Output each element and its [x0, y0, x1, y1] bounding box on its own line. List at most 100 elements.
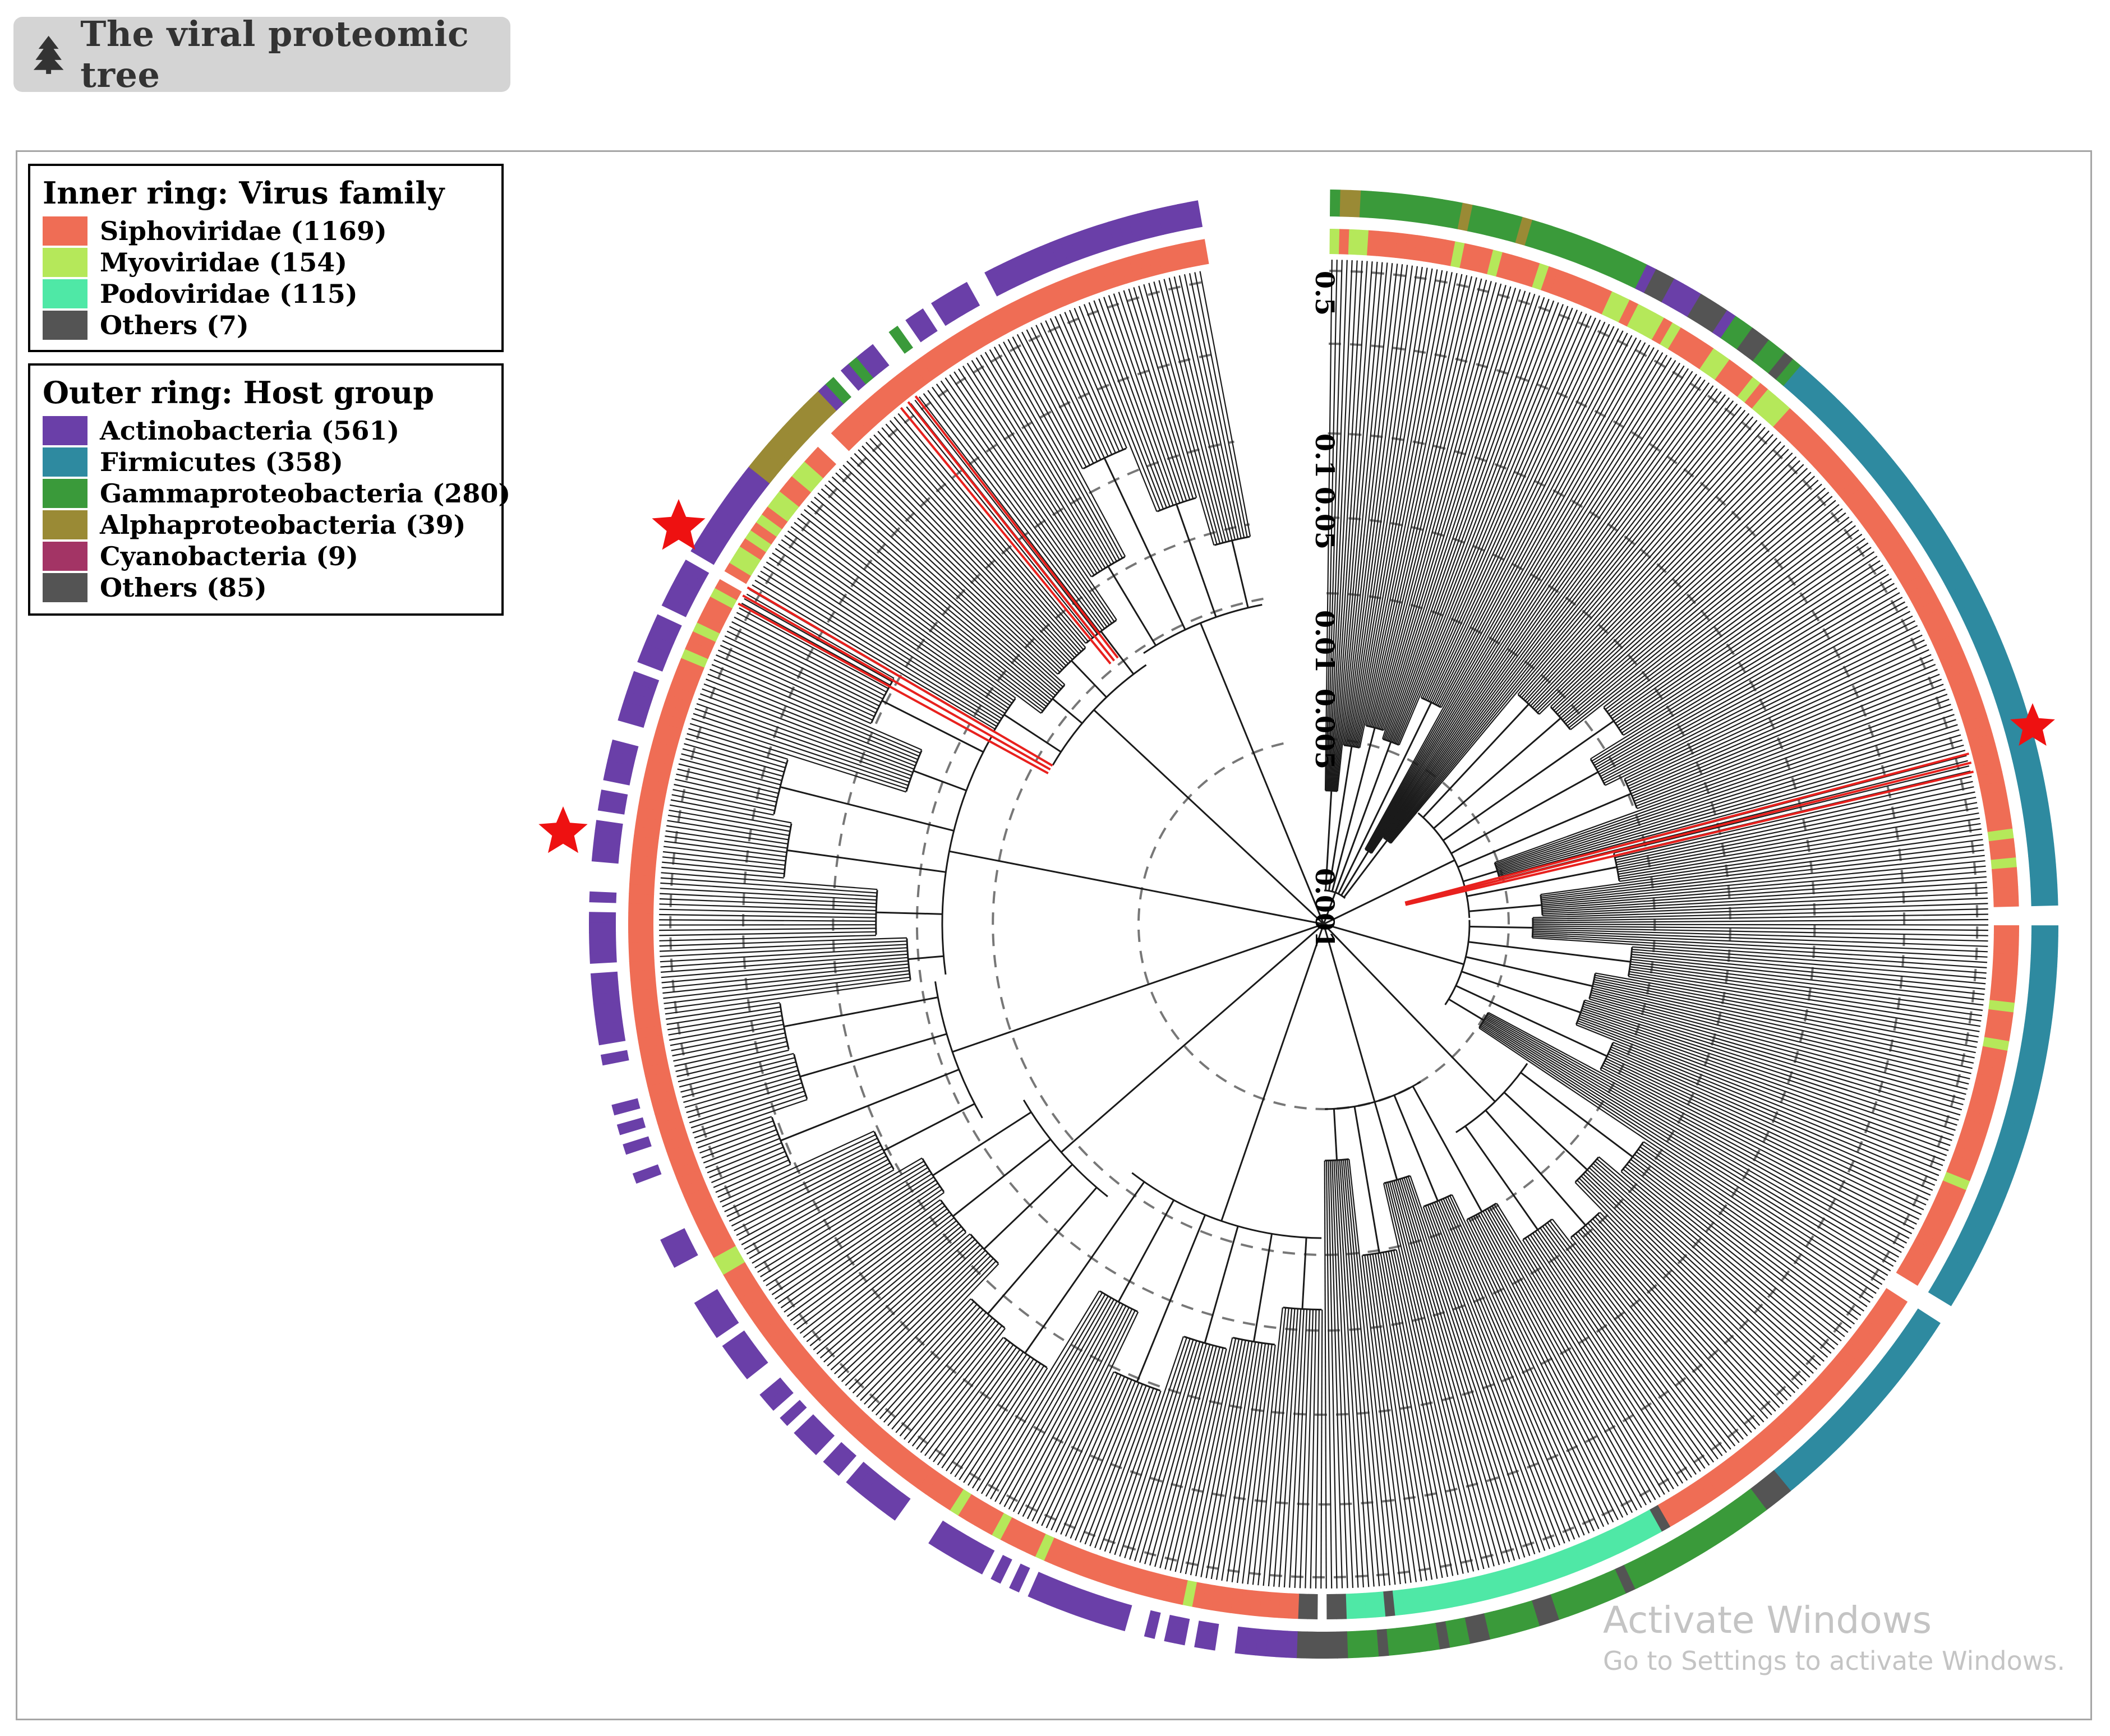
tree-tip — [834, 1241, 978, 1375]
host-ring-segment — [803, 398, 830, 425]
tree-tip — [1252, 1307, 1283, 1585]
host-ring-segment — [1684, 1527, 1708, 1556]
host-ring-segment — [1359, 190, 1372, 218]
clade-arc — [771, 1117, 791, 1164]
tree-branch — [1052, 698, 1083, 724]
tree-tip — [994, 1297, 1112, 1502]
family-ring-segment — [1807, 442, 1832, 467]
family-ring-segment — [1153, 1573, 1170, 1601]
tree-tip — [717, 1164, 791, 1198]
family-ring-segment — [642, 778, 669, 793]
family-ring-segment — [1523, 260, 1541, 288]
tree-tip — [1578, 1018, 1947, 1156]
host-ring-segment — [2030, 874, 2058, 887]
host-ring-segment — [1098, 221, 1116, 251]
family-ring-segment — [672, 1160, 701, 1179]
family-ring-segment — [1288, 1593, 1300, 1619]
host-ring-segment — [1457, 202, 1473, 232]
family-ring-segment — [655, 721, 683, 738]
tree-tip — [1595, 975, 1977, 1048]
tree-tip — [1365, 344, 1651, 850]
tree-tip — [1542, 1226, 1715, 1463]
family-ring-segment — [1907, 581, 1934, 603]
tree-tip — [713, 1155, 787, 1188]
tree-tip — [1381, 290, 1526, 740]
tree-tip — [659, 908, 877, 915]
tree-tip — [1582, 1008, 1956, 1131]
tree-tip — [669, 1019, 783, 1041]
tree-tip — [676, 773, 778, 798]
tree-tip — [1537, 1229, 1706, 1469]
host-ring-segment — [736, 474, 764, 500]
tree-tip — [771, 1183, 938, 1295]
tree-tip — [1475, 1215, 1633, 1513]
host-ring-segment — [1970, 626, 2000, 647]
highlighted-branch — [1404, 752, 1970, 904]
tree-tip — [1615, 781, 1973, 861]
family-ring-segment — [1493, 1569, 1510, 1597]
family-ring-segment — [1950, 678, 1978, 697]
tree-title-button[interactable]: The viral proteomic tree — [13, 13, 510, 95]
family-ring-segment — [1813, 449, 1839, 474]
tree-tip — [1616, 796, 1977, 868]
tree-tip — [766, 1176, 934, 1286]
tree-tip — [1597, 1214, 1780, 1409]
watermark-subtitle: Go to Settings to activate Windows. — [1603, 1646, 2065, 1676]
family-ring-segment — [1956, 1137, 1983, 1155]
tree-tip — [899, 1320, 996, 1437]
tree-tip — [1486, 1015, 1902, 1253]
tree-tip — [701, 1129, 777, 1159]
clade-arc — [1384, 1175, 1411, 1184]
tree-tip — [1425, 1205, 1551, 1549]
family-ring-segment — [1752, 389, 1776, 415]
family-ring-segment — [632, 835, 659, 848]
tree-tip — [1388, 403, 1738, 842]
host-ring-segment — [1943, 1257, 1972, 1280]
host-ring-segment — [1127, 213, 1145, 242]
family-ring-segment — [1849, 493, 1876, 517]
tree-tip — [1496, 719, 1956, 869]
tree-branch — [1325, 791, 1333, 891]
tree-tip — [1036, 1312, 1139, 1524]
host-ring-segment — [1356, 1630, 1369, 1658]
clade-arc — [1131, 1172, 1322, 1239]
tree-tip — [1582, 1227, 1757, 1430]
tree-tip — [1344, 264, 1403, 746]
host-ring-segment — [718, 499, 747, 524]
host-ring-segment — [930, 297, 955, 326]
family-ring-segment — [628, 950, 655, 962]
tree-tip — [1397, 1179, 1510, 1563]
clade-arc — [1600, 1042, 1614, 1070]
tree-tip — [1617, 802, 1978, 870]
family-ring-segment — [952, 331, 974, 358]
host-ring-segment — [1795, 1444, 1822, 1471]
clade-arc — [934, 981, 983, 1119]
tree-tip — [1226, 1342, 1263, 1582]
family-ring-segment — [1385, 232, 1398, 258]
tree-tip — [1634, 684, 1944, 805]
tree-tip — [1356, 271, 1448, 747]
tree-tip — [666, 1002, 780, 1020]
host-ring-segment — [648, 624, 678, 644]
tree-branch — [952, 1138, 1052, 1217]
tree-tip — [1590, 994, 1966, 1095]
tree-tip — [966, 363, 1100, 572]
tree-tip — [694, 708, 910, 783]
family-ring-segment — [791, 468, 818, 493]
family-ring-segment — [1660, 322, 1681, 350]
family-ring-segment — [850, 1414, 874, 1440]
tree-tip — [1611, 1044, 1937, 1181]
tree-tip — [1335, 1160, 1359, 1588]
host-ring-segment — [1021, 250, 1042, 279]
tree-tip — [729, 1144, 882, 1222]
tree-tip — [1367, 1254, 1412, 1583]
host-ring-segment — [1157, 206, 1174, 235]
family-ring-segment — [1011, 298, 1031, 326]
family-ring-segment — [1575, 280, 1595, 307]
tree-tip — [1340, 1160, 1375, 1587]
family-ring-segment — [1649, 1504, 1671, 1532]
clade-arc — [1082, 447, 1127, 470]
host-ring-segment — [1562, 232, 1582, 262]
tree-branch — [1465, 956, 1593, 987]
family-ring-segment — [1558, 273, 1577, 301]
